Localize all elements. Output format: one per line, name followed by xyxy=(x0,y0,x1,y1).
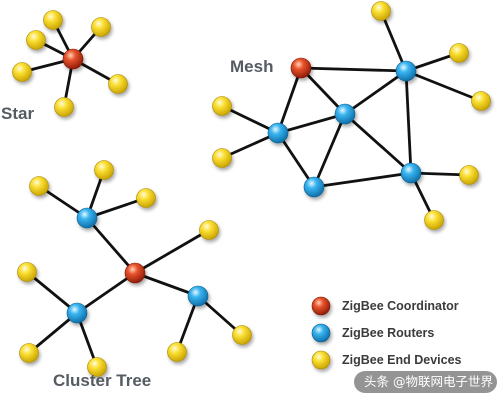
link-line xyxy=(75,271,137,315)
legend-label-end-devices: ZigBee End Devices xyxy=(342,353,462,367)
router-node xyxy=(187,285,209,307)
router-node xyxy=(66,302,88,324)
end-device-node xyxy=(94,160,114,180)
legend: ZigBee Coordinator ZigBee Routers ZigBee… xyxy=(311,296,462,370)
link-line xyxy=(27,311,79,355)
watermark-text: 头条 @物联网电子世界 xyxy=(364,374,493,389)
coordinator-legend-icon xyxy=(311,296,331,316)
end-device-node xyxy=(19,343,39,363)
watermark-badge xyxy=(354,371,497,393)
coordinator-node xyxy=(290,57,312,79)
end-device-node xyxy=(136,188,156,208)
link-line xyxy=(25,270,79,315)
end-device-node xyxy=(12,62,32,82)
link-line xyxy=(276,66,303,135)
link-line xyxy=(133,271,200,298)
end-device-node xyxy=(29,176,49,196)
end-device-node xyxy=(199,220,219,240)
end-device-node xyxy=(26,30,46,50)
end-device-node xyxy=(471,91,491,111)
end-device-node xyxy=(212,148,232,168)
router-node xyxy=(334,103,356,125)
link-line xyxy=(312,171,413,189)
network-nodes xyxy=(12,1,491,377)
end-device-node xyxy=(17,262,37,282)
end-device-node xyxy=(232,325,252,345)
router-node xyxy=(267,122,289,144)
router-node xyxy=(303,176,325,198)
end-device-node xyxy=(424,210,444,230)
link-line xyxy=(85,196,148,220)
link-line xyxy=(404,69,483,103)
legend-label-coordinator: ZigBee Coordinator xyxy=(342,299,459,313)
end-device-node xyxy=(449,43,469,63)
end-device-node xyxy=(54,97,74,117)
link-line xyxy=(133,228,211,275)
link-line xyxy=(343,112,413,175)
end-device-node xyxy=(459,165,479,185)
router-node xyxy=(395,60,417,82)
end-device-node xyxy=(167,342,187,362)
link-line xyxy=(220,104,280,135)
end-device-node xyxy=(371,1,391,21)
link-line xyxy=(404,69,413,175)
router-node xyxy=(76,207,98,229)
end-device-node xyxy=(87,357,107,377)
end-device-node xyxy=(108,74,128,94)
router-node xyxy=(400,162,422,184)
star-label: Star xyxy=(1,104,34,123)
end-device-node xyxy=(212,96,232,116)
link-line xyxy=(85,216,137,275)
end-device-node xyxy=(91,17,111,37)
cluster-tree-label: Cluster Tree xyxy=(53,371,151,390)
coordinator-node xyxy=(62,48,84,70)
link-line xyxy=(299,66,347,116)
link-line xyxy=(276,112,347,135)
link-line xyxy=(299,66,408,73)
router-legend-icon xyxy=(311,323,331,343)
watermark: 头条 @物联网电子世界 xyxy=(354,371,497,393)
coordinator-node xyxy=(124,262,146,284)
legend-item-coordinator: ZigBee Coordinator xyxy=(311,296,459,316)
legend-item-routers: ZigBee Routers xyxy=(311,323,434,343)
mesh-label: Mesh xyxy=(230,57,273,76)
legend-label-routers: ZigBee Routers xyxy=(342,326,434,340)
link-line xyxy=(379,9,408,73)
link-line xyxy=(343,69,408,116)
end-device-node xyxy=(43,10,63,30)
link-line xyxy=(312,112,347,189)
end-device-legend-icon xyxy=(311,350,331,370)
link-line xyxy=(276,131,316,189)
legend-item-end-devices: ZigBee End Devices xyxy=(311,350,462,370)
